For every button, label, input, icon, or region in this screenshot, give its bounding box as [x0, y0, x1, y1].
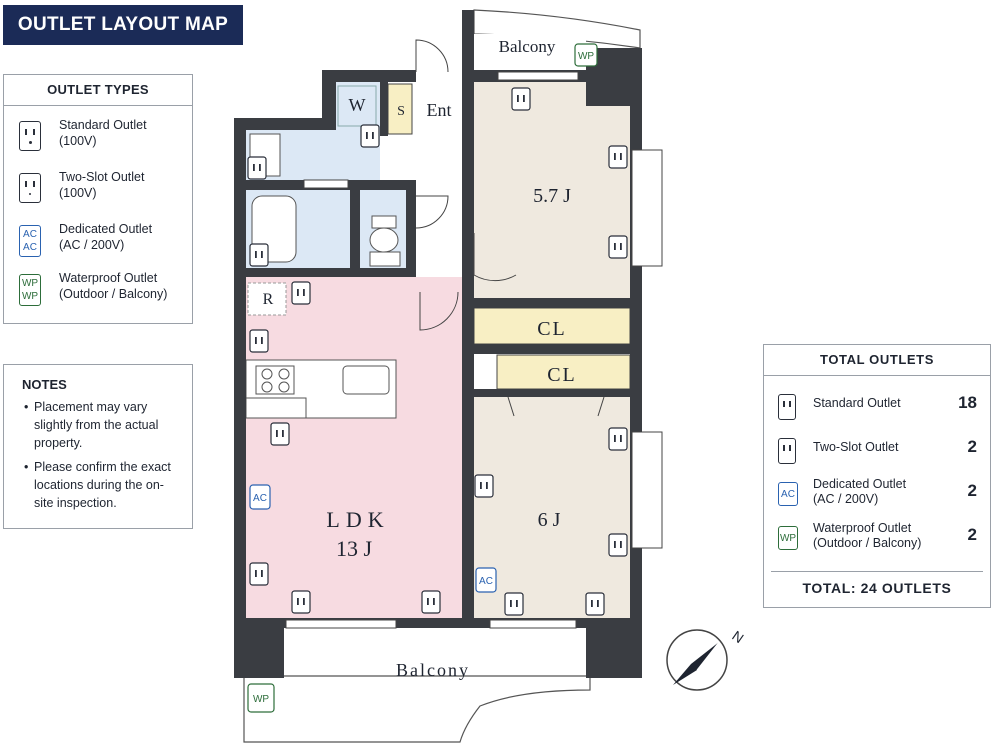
- totals-label: Standard Outlet: [813, 396, 901, 410]
- shoe-label: S: [397, 104, 405, 119]
- totals-count: 18: [958, 393, 977, 412]
- totals-row-dedicated: AC Dedicated Outlet(AC / 200V) 2: [764, 477, 990, 517]
- legend-label: Dedicated Outlet: [59, 222, 153, 236]
- closet-1: [473, 307, 631, 345]
- standard-outlet-icon: [360, 124, 380, 148]
- legend-title: OUTLET TYPES: [4, 75, 192, 106]
- total-outlets-panel: TOTAL OUTLETS Standard Outlet 18 Two-Slo…: [763, 344, 991, 608]
- standard-outlet-icon: [19, 121, 41, 151]
- ldk-size-label: 13 J: [336, 536, 373, 561]
- totals-sub: (Outdoor / Balcony): [813, 536, 922, 550]
- notes-panel: NOTES Placement may vary slightly from t…: [3, 364, 193, 529]
- standard-outlet-icon: [291, 590, 311, 614]
- legend-label: Two-Slot Outlet: [59, 170, 145, 184]
- notes-title: NOTES: [22, 377, 67, 392]
- ac-code: AC: [253, 493, 267, 504]
- compass: N: [666, 627, 747, 691]
- standard-outlet-icon: [585, 592, 605, 616]
- top-balcony: [474, 34, 586, 72]
- waterproof-outlets: WP WP: [247, 43, 598, 713]
- totals-grand-total: TOTAL: 24 OUTLETS: [771, 571, 983, 596]
- legend-label: Standard Outlet: [59, 118, 147, 132]
- north-label: N: [729, 627, 746, 646]
- totals-count: 2: [967, 525, 977, 544]
- fridge-label: R: [263, 291, 274, 308]
- dedicated-outlet-icon: [475, 567, 497, 593]
- ldk-room: [246, 277, 464, 620]
- bedroom-5-7: [472, 82, 632, 298]
- standard-outlet-icon: [270, 422, 290, 446]
- ac-code: AC: [479, 576, 493, 587]
- standard-outlet-icon: [249, 243, 269, 267]
- standard-outlet-icon: [608, 145, 628, 169]
- totals-label: Dedicated Outlet: [813, 477, 907, 491]
- standard-outlet-icon: [247, 156, 267, 180]
- ldk-label: LDK: [326, 507, 389, 532]
- dedicated-outlet-icon: [249, 484, 271, 510]
- legend-label: Waterproof Outlet: [59, 271, 158, 285]
- wp-code: WP: [253, 694, 269, 705]
- bedroom1-label: 5.7 J: [533, 185, 571, 207]
- waterproof-outlet-icon: [574, 43, 598, 67]
- note-item: Please confirm the exact locations durin…: [24, 458, 182, 512]
- standard-outlet-icon: [291, 281, 311, 305]
- standard-outlet-icon: [504, 592, 524, 616]
- legend-sub: (100V): [59, 134, 97, 148]
- legend-item-two-slot: Two-Slot Outlet (100V): [4, 169, 192, 213]
- outlet-types-legend: OUTLET TYPES Standard Outlet (100V) Two-S…: [3, 74, 193, 324]
- standard-outlet-icon: [249, 562, 269, 586]
- kitchen-sink: [342, 365, 390, 395]
- legend-item-standard: Standard Outlet (100V): [4, 117, 192, 161]
- waterproof-outlet-icon: WP: [778, 526, 798, 550]
- dedicated-outlets: AC AC: [249, 484, 497, 593]
- north-arrow-icon: [673, 642, 719, 685]
- standard-outlet-icon: [778, 394, 796, 420]
- standard-outlet-icon: [511, 87, 531, 111]
- totals-row-standard: Standard Outlet 18: [764, 389, 990, 429]
- legend-sub: (Outdoor / Balcony): [59, 287, 168, 301]
- standard-outlet-icon: [474, 474, 494, 498]
- totals-row-two-slot: Two-Slot Outlet 2: [764, 433, 990, 473]
- toilet-bowl: [369, 227, 399, 253]
- totals-count: 2: [967, 481, 977, 500]
- closet2-label: CL: [547, 364, 577, 386]
- bedroom2-label: 6 J: [538, 509, 561, 531]
- standard-outlet-icon: [421, 590, 441, 614]
- waterproof-outlet-icon: [247, 683, 275, 713]
- totals-row-waterproof: WP Waterproof Outlet(Outdoor / Balcony) …: [764, 521, 990, 561]
- page-title: OUTLET LAYOUT MAP: [3, 5, 243, 45]
- entrance-label: Ent: [427, 100, 452, 120]
- totals-label: Waterproof Outlet: [813, 521, 912, 535]
- fridge-space: [247, 282, 287, 316]
- balcony-bottom-label: Balcony: [396, 660, 470, 680]
- dedicated-outlet-icon: AC: [778, 482, 798, 506]
- standard-outlet-icon: [608, 427, 628, 451]
- totals-sub: (AC / 200V): [813, 492, 879, 506]
- standard-outlet-icon: [608, 533, 628, 557]
- legend-sub: (100V): [59, 186, 97, 200]
- note-item: Placement may vary slightly from the act…: [24, 398, 182, 452]
- totals-label: Two-Slot Outlet: [813, 440, 899, 454]
- washer-label: W: [349, 95, 366, 115]
- legend-sub: (AC / 200V): [59, 238, 125, 252]
- closet1-label: CL: [537, 318, 567, 340]
- wp-code: WP: [578, 51, 594, 62]
- totals-title: TOTAL OUTLETS: [764, 345, 990, 376]
- two-slot-outlet-icon: [778, 438, 796, 464]
- balcony-top-label: Balcony: [499, 37, 556, 56]
- bedroom-6: [472, 396, 632, 620]
- two-slot-outlet-icon: [19, 173, 41, 203]
- washer-pan: [337, 85, 377, 127]
- totals-count: 2: [967, 437, 977, 456]
- bottom-balcony-rail: [243, 675, 591, 743]
- standard-outlet-icon: [249, 329, 269, 353]
- standard-outlet-icon: [608, 235, 628, 259]
